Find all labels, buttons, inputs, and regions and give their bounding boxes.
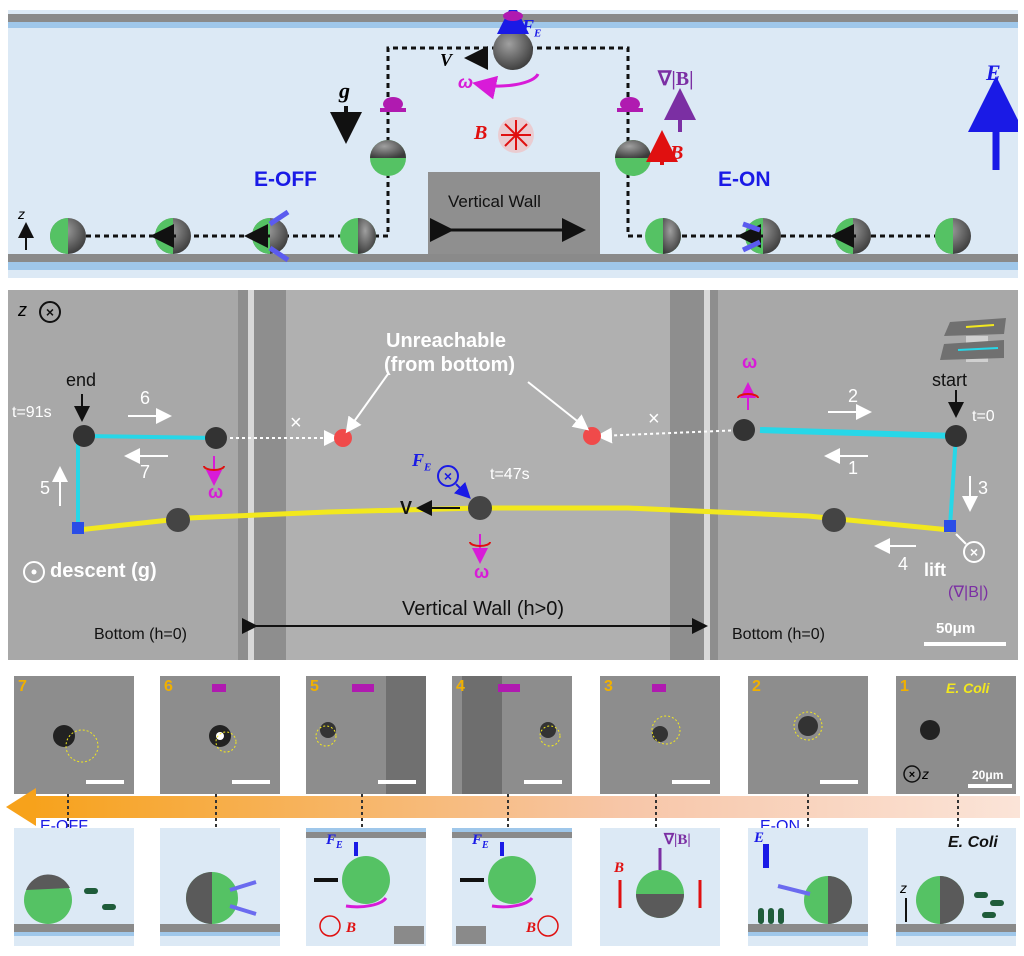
g-label: g [339,78,350,103]
thumb-3: 3 [600,676,720,794]
end-label: end [66,370,97,390]
svg-text:×: × [970,544,978,560]
svg-text:×: × [444,468,452,484]
microscopy-svg: × × × [23,290,1006,660]
e-off-label: E-OFF [254,168,317,191]
thumb-6: 6 [160,676,280,794]
cartoon-2: E [748,828,868,946]
unreachable-dot-right [583,427,601,445]
step-5: 5 [40,478,51,498]
vertical-wall-block [428,172,600,254]
cartoon-4: FE B [452,828,572,946]
svg-text:×: × [909,769,915,781]
b-cartoon-3: B [614,860,625,876]
cartoon-5: FE B [306,828,426,946]
z-label: z [18,300,27,320]
v-label: V [440,50,453,70]
z-axis-label: z [18,206,25,222]
thumb-2: 2 [748,676,868,794]
from-bottom-label: (from bottom) [384,354,516,376]
omega-3: ω [474,562,490,582]
thumb-1: 1 E. Coli × z 20μm [896,676,1016,794]
cartoon-7 [14,828,134,946]
thumb-4: 4 [452,676,572,794]
vertical-wall-micro-label: Vertical Wall (h>0) [402,598,565,620]
z-cartoon-label: z [900,880,907,896]
b-label: B [474,122,488,144]
cartoon-3: ∇|B| B [600,828,720,946]
v-micro-label: V [400,498,413,518]
fe-cartoon-5: FE [326,832,343,851]
thumb-1-z: z [922,766,929,782]
thumb-5: 5 [306,676,426,794]
grad-b-micro-label: (∇|B|) [948,584,989,601]
fe-label: FE [522,16,542,40]
x-mark-left: × [290,412,302,434]
e-on-label: E-ON [718,168,771,191]
thumb-1-scale: 20μm [972,768,1004,782]
step-7: 7 [140,462,151,482]
fe-micro-label: FE [412,450,432,474]
vertical-wall-label: Vertical Wall [448,192,541,211]
schematic-panel: Vertical Wall E-OFF E-ON g E z B B V ω F… [8,2,1024,278]
step-4: 4 [898,554,909,574]
b-cartoon-5: B [346,920,357,936]
step-3: 3 [978,478,989,498]
timeline-bar [30,796,1020,818]
step-2: 2 [848,386,859,406]
scale-bar-label: 50μm [936,620,976,637]
grad-b-label: ∇|B| [658,68,694,90]
janus-particle [50,218,86,254]
start-label: start [932,370,968,390]
omega-1: ω [208,482,224,502]
e-coli-cartoon-label: E. Coli [948,834,998,851]
microscopy-panel: × × × z Unreachable (from bottom) end st… [8,290,1018,660]
descent-label: descent (g) [50,560,157,582]
lift-label: lift [924,560,946,580]
timeline-arrowhead [6,788,36,826]
omega-label: ω [458,72,474,92]
x-mark-right: × [648,408,660,430]
omega-2: ω [742,352,758,372]
fe-cartoon-4: FE [472,832,489,851]
t0-label: t=0 [972,408,995,425]
bottom-right-label: Bottom (h=0) [732,626,825,643]
b-label-right: B [670,142,684,164]
bottom-left-label: Bottom (h=0) [94,626,187,643]
thumb-7: 7 [14,676,134,794]
bottom-wall [8,254,1018,262]
e-axis-label: E [986,60,1001,85]
b-cartoon-4: B [526,920,537,936]
step-6: 6 [140,388,151,408]
timeline-connectors [67,794,959,828]
step-1: 1 [848,458,859,478]
e-cartoon-2: E [754,830,765,846]
schematic-svg [8,2,1024,270]
t91-label: t=91s [12,404,52,421]
e-coli-tag: E. Coli [946,680,990,696]
unreachable-label: Unreachable [386,330,507,352]
cartoon-1: E. Coli z [896,828,1016,946]
unreachable-dot-left [334,429,352,447]
grad-b-cartoon-3: ∇|B| [664,832,691,848]
cartoon-6 [160,828,280,946]
svg-text:×: × [46,304,54,320]
t47-label: t=47s [490,466,530,483]
